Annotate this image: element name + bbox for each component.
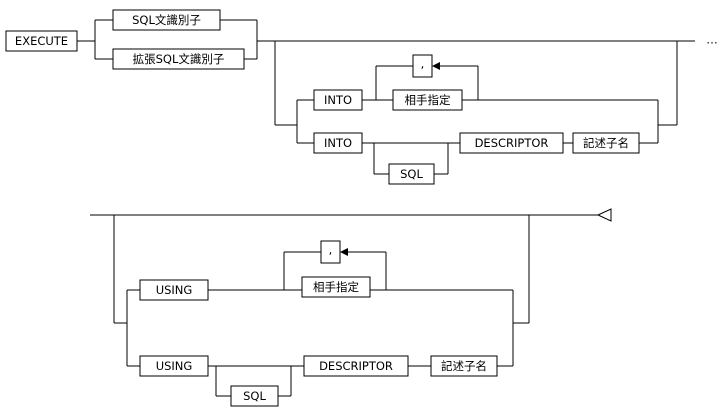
descriptor-name-label-1: 記述子名 — [583, 136, 629, 150]
comma-label-1: , — [421, 57, 425, 71]
descriptor-name-label-2: 記述子名 — [441, 359, 487, 373]
sql-keyword-box-2: SQL — [230, 385, 279, 407]
sql-keyword-box-1: SQL — [388, 163, 435, 185]
using-keyword-box-1: USING — [139, 279, 209, 301]
using-keyword-label-1: USING — [156, 283, 193, 297]
into-keyword-box-1: INTO — [313, 89, 363, 111]
comma-box-2: , — [320, 240, 341, 264]
execute-keyword-box: EXECUTE — [5, 30, 78, 52]
sql-keyword-label-1: SQL — [400, 167, 423, 181]
descriptor-name-box-2: 記述子名 — [430, 355, 498, 377]
into-keyword-box-2: INTO — [313, 132, 363, 154]
top-connector-lines — [77, 19, 695, 175]
descriptor-keyword-box-2: DESCRIPTOR — [303, 355, 409, 377]
into-keyword-label-1: INTO — [324, 93, 352, 107]
using-keyword-box-2: USING — [139, 355, 209, 377]
descriptor-keyword-label-2: DESCRIPTOR — [319, 359, 393, 373]
target-spec-label-2: 相手指定 — [313, 280, 359, 294]
comma-box-1: , — [412, 54, 433, 78]
into-keyword-label-2: INTO — [324, 136, 352, 150]
execute-keyword-label: EXECUTE — [15, 34, 68, 48]
descriptor-keyword-box-1: DESCRIPTOR — [459, 132, 564, 154]
target-spec-box-2: 相手指定 — [301, 276, 371, 298]
extended-sql-statement-id-box: 拡張SQL文識別子 — [112, 48, 245, 70]
comma-label-2: , — [329, 243, 333, 257]
target-spec-box-1: 相手指定 — [392, 89, 463, 111]
sql-statement-id-box: SQL文識別子 — [112, 9, 221, 31]
sql-statement-id-label: SQL文識別子 — [132, 13, 201, 27]
descriptor-keyword-label-1: DESCRIPTOR — [475, 136, 549, 150]
using-keyword-label-2: USING — [156, 359, 193, 373]
descriptor-name-box-1: 記述子名 — [572, 132, 640, 154]
continuation-ellipsis: … — [706, 33, 718, 47]
sql-keyword-label-2: SQL — [243, 389, 266, 403]
bottom-connector-lines — [90, 208, 612, 397]
extended-sql-statement-id-label: 拡張SQL文識別子 — [133, 52, 225, 66]
target-spec-label-1: 相手指定 — [405, 93, 451, 107]
